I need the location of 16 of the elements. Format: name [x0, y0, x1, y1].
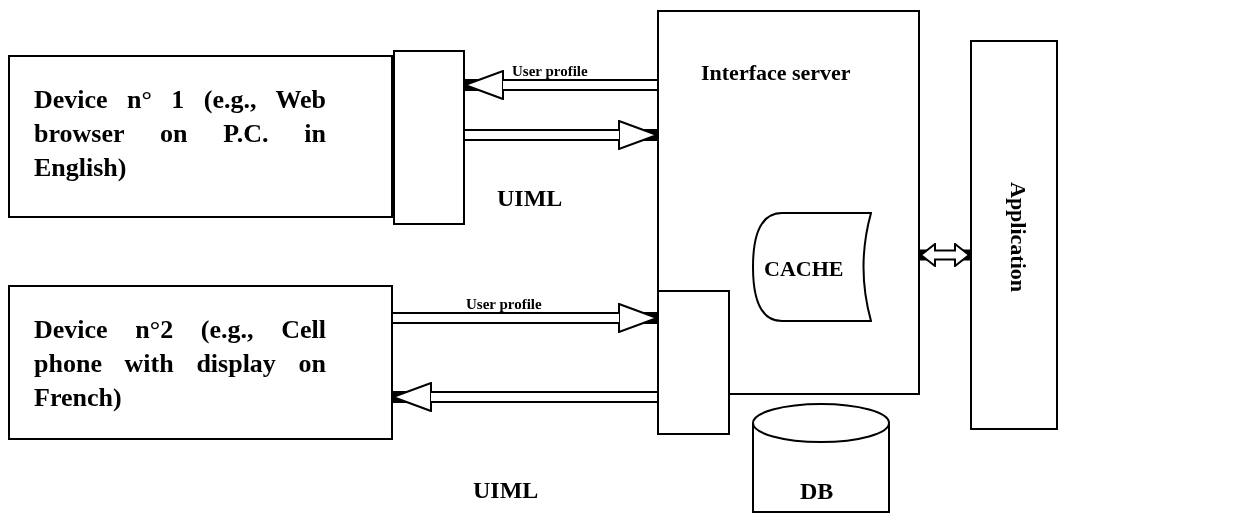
database-label: DB	[800, 477, 834, 506]
server-title: Interface server	[701, 59, 851, 87]
edge-label: UIML	[473, 476, 539, 505]
edge-label: User profile	[512, 62, 588, 81]
device-label: Device n°2 (e.g., Cell phone with display on French)	[34, 314, 326, 414]
cache-label: CACHE	[764, 255, 844, 283]
device-box	[8, 55, 393, 218]
edge-label: UIML	[497, 184, 563, 213]
application-label: Application	[1005, 182, 1032, 293]
device-box	[8, 285, 393, 440]
device-label: Device n° 1 (e.g., Web browser on P.C. in English)	[34, 84, 326, 184]
server-box	[657, 10, 920, 395]
adapter-box	[657, 290, 730, 435]
application-box	[970, 40, 1058, 430]
adapter-box	[393, 50, 465, 225]
edge-label: User profile	[466, 295, 542, 314]
